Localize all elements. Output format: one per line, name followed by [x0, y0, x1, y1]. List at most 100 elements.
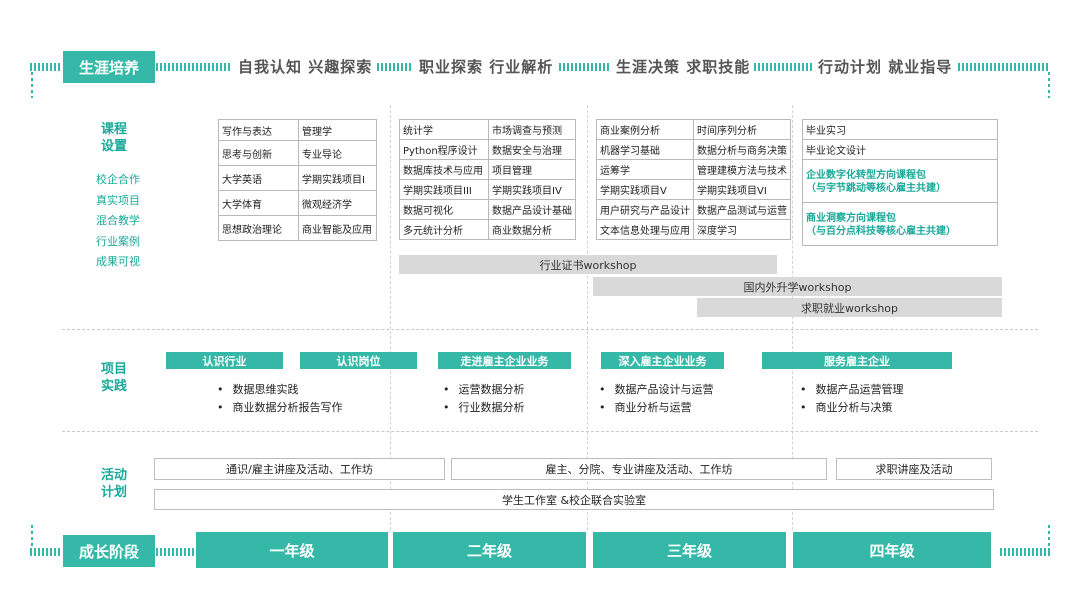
practice-list-year4: 数据产品运营管理 商业分析与决策: [800, 381, 904, 417]
activities-title: 活动 计划: [100, 468, 127, 500]
column-divider: [587, 105, 588, 530]
year3-course-table: 商业案例分析时间序列分析 机器学习基础数据分析与商务决策 运筹学管理建模方法与技…: [596, 119, 791, 240]
row-divider: [62, 329, 1038, 330]
stage-label-1: 自我认知 兴趣探索: [238, 58, 373, 76]
course-cell: 深度学习: [693, 219, 791, 240]
course-cell: Python程序设计: [399, 139, 489, 160]
workshop-bar-further-study: 国内外升学workshop: [593, 277, 1002, 296]
header-tag: 生涯培养: [63, 51, 155, 83]
course-cell: 学期实践项目IV: [488, 179, 576, 200]
package-title: 企业数字化转型方向课程包: [806, 170, 926, 181]
course-cell: 大学体育: [218, 190, 299, 216]
list-item: 运营数据分析: [443, 381, 525, 399]
course-cell: 管理学: [298, 119, 377, 141]
year-block-3: 三年级: [593, 532, 786, 568]
course-cell: 学期实践项目I: [298, 165, 377, 191]
practice-title: 项目 实践: [100, 362, 127, 394]
workshop-bar-job-hunting: 求职就业workshop: [697, 298, 1002, 317]
course-cell: 时间序列分析: [693, 119, 791, 140]
frame-left-top: [31, 72, 33, 98]
list-item: 商业数据分析报告写作: [217, 399, 343, 417]
frame-right-top: [1048, 72, 1050, 98]
courses-title: 课程 设置: [100, 122, 127, 154]
course-cell: 多元统计分析: [399, 219, 489, 240]
course-cell: 机器学习基础: [596, 139, 694, 160]
course-cell: 商业数据分析: [488, 219, 576, 240]
course-cell: 管理建模方法与技术: [693, 159, 791, 180]
course-features: 校企合作 真实项目 混合教学 行业案例 成果可视: [96, 170, 140, 273]
feature-item: 行业案例: [96, 234, 140, 248]
course-cell: 思想政治理论: [218, 215, 299, 241]
header-stripe: [377, 63, 411, 71]
course-cell: 毕业实习: [802, 119, 998, 140]
frame-left-bottom: [31, 525, 33, 549]
course-cell: 项目管理: [488, 159, 576, 180]
course-cell: 专业导论: [298, 140, 377, 166]
course-cell: 毕业论文设计: [802, 139, 998, 160]
stage-label-3: 生涯决策 求职技能: [616, 58, 751, 76]
feature-item: 校企合作: [96, 173, 140, 186]
course-cell: 文本信息处理与应用: [596, 219, 694, 240]
practice-pill-know-position: 认识岗位: [300, 352, 417, 369]
footer-tag: 成长阶段: [63, 535, 155, 567]
header-stripe: [156, 63, 230, 71]
list-item: 数据思维实践: [217, 381, 343, 399]
row-divider: [62, 431, 1038, 432]
workshop-bar-industry-cert: 行业证书workshop: [399, 255, 777, 274]
course-cell: 微观经济学: [298, 190, 377, 216]
course-cell: 商业案例分析: [596, 119, 694, 140]
course-cell: 学期实践项目VI: [693, 179, 791, 200]
stage-label-4: 行动计划 就业指导: [818, 58, 953, 76]
header-stripe: [559, 63, 609, 71]
year-block-4: 四年级: [793, 532, 991, 568]
package-subtitle: （与百分点科技等核心雇主共建）: [806, 226, 956, 237]
course-cell: 数据可视化: [399, 199, 489, 220]
feature-item: 成果可视: [96, 255, 140, 268]
list-item: 行业数据分析: [443, 399, 525, 417]
column-divider: [390, 105, 391, 530]
header-stripe: [958, 63, 1050, 71]
course-package-2: 商业洞察方向课程包 （与百分点科技等核心雇主共建）: [802, 202, 998, 246]
footer-stripe: [30, 548, 62, 556]
year-block-2: 二年级: [393, 532, 586, 568]
course-cell: 统计学: [399, 119, 489, 140]
course-cell: 数据产品设计基础: [488, 199, 576, 220]
activity-box-employer: 雇主、分院、专业讲座及活动、工作坊: [451, 458, 827, 480]
list-item: 商业分析与运营: [599, 399, 714, 417]
course-cell: 市场调查与预测: [488, 119, 576, 140]
course-cell: 学期实践项目III: [399, 179, 489, 200]
course-cell: 数据安全与治理: [488, 139, 576, 160]
package-title: 商业洞察方向课程包: [806, 213, 896, 224]
year1-course-table: 写作与表达管理学 思考与创新专业导论 大学英语学期实践项目I 大学体育微观经济学…: [218, 119, 377, 241]
header-stripe: [754, 63, 812, 71]
course-cell: 数据分析与商务决策: [693, 139, 791, 160]
course-cell: 数据库技术与应用: [399, 159, 489, 180]
practice-pill-know-industry: 认识行业: [166, 352, 283, 369]
course-cell: 大学英语: [218, 165, 299, 191]
course-cell: 用户研究与产品设计: [596, 199, 694, 220]
list-item: 数据产品运营管理: [800, 381, 904, 399]
year4-course-table: 毕业实习 毕业论文设计 企业数字化转型方向课程包 （与字节跳动等核心雇主共建） …: [802, 119, 998, 246]
course-package-1: 企业数字化转型方向课程包 （与字节跳动等核心雇主共建）: [802, 159, 998, 203]
activity-lab-bar: 学生工作室 &校企联合实验室: [154, 489, 994, 510]
practice-list-year1: 数据思维实践 商业数据分析报告写作: [217, 381, 343, 417]
list-item: 商业分析与决策: [800, 399, 904, 417]
footer-stripe: [156, 548, 196, 556]
package-subtitle: （与字节跳动等核心雇主共建）: [806, 183, 946, 194]
year2-course-table: 统计学市场调查与预测 Python程序设计数据安全与治理 数据库技术与应用项目管…: [399, 119, 576, 240]
feature-item: 混合教学: [96, 214, 140, 227]
practice-pill-deepen-employer: 深入雇主企业业务: [601, 352, 724, 369]
column-divider: [792, 105, 793, 530]
year-block-1: 一年级: [196, 532, 388, 568]
course-cell: 学期实践项目V: [596, 179, 694, 200]
course-cell: 商业智能及应用: [298, 215, 377, 241]
frame-right-bottom: [1048, 525, 1050, 549]
activity-box-job: 求职讲座及活动: [836, 458, 992, 480]
practice-list-year2: 运营数据分析 行业数据分析: [443, 381, 525, 417]
list-item: 数据产品设计与运营: [599, 381, 714, 399]
stage-label-2: 职业探索 行业解析: [419, 58, 554, 76]
practice-list-year3: 数据产品设计与运营 商业分析与运营: [599, 381, 714, 417]
course-cell: 思考与创新: [218, 140, 299, 166]
practice-pill-serve-employer: 服务雇主企业: [762, 352, 952, 369]
feature-item: 真实项目: [96, 193, 140, 207]
